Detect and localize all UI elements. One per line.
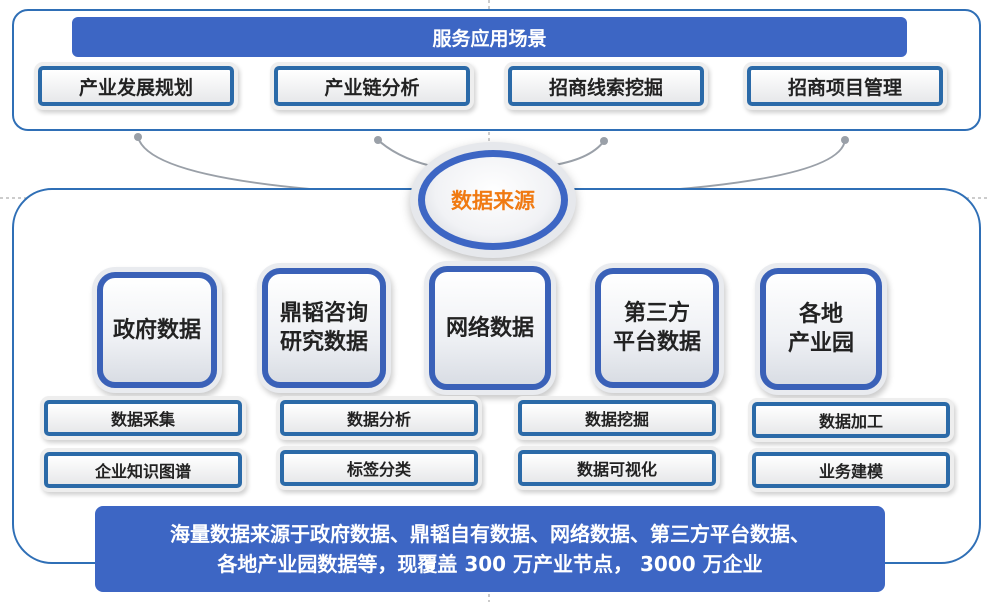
connector-scene-3: [547, 140, 605, 167]
scenes-title: 服务应用场景: [72, 17, 907, 57]
hub-label: 数据来源: [451, 189, 535, 213]
cap-business-modeling[interactable]: 业务建模: [752, 452, 950, 488]
source-label: 第三方 平台数据: [612, 301, 701, 355]
cap-data-collection[interactable]: 数据采集: [44, 400, 242, 436]
cap-data-analysis[interactable]: 数据分析: [280, 400, 478, 436]
cap-data-mining[interactable]: 数据挖掘: [518, 400, 716, 436]
scene-lead-mining[interactable]: 招商线索挖掘: [508, 66, 704, 106]
scene-chain-analysis[interactable]: 产业链分析: [274, 66, 470, 106]
cap-data-visualization[interactable]: 数据可视化: [518, 450, 716, 486]
scene-industry-planning[interactable]: 产业发展规划: [38, 66, 234, 106]
source-dingtao-research[interactable]: 鼎韬咨询 研究数据: [262, 268, 386, 388]
source-third-party[interactable]: 第三方 平台数据: [595, 268, 719, 388]
summary-line-1: 海量数据来源于政府数据、鼎韬自有数据、网络数据、第三方平台数据、: [170, 522, 810, 546]
connector-scene-2: [377, 139, 441, 169]
summary-line-2: 各地产业园数据等，现覆盖 300 万产业节点， 3000 万企业: [217, 552, 763, 576]
cap-tag-classification[interactable]: 标签分类: [280, 450, 478, 486]
source-label: 政府数据: [112, 317, 201, 343]
cap-data-processing[interactable]: 数据加工: [752, 402, 950, 438]
source-label: 鼎韬咨询 研究数据: [279, 301, 368, 355]
cap-knowledge-graph[interactable]: 企业知识图谱: [44, 452, 242, 488]
source-network[interactable]: 网络数据: [429, 266, 551, 390]
summary-banner: 海量数据来源于政府数据、鼎韬自有数据、网络数据、第三方平台数据、 各地产业园数据…: [95, 506, 885, 592]
data-source-hub[interactable]: 数据来源: [418, 150, 568, 250]
source-government[interactable]: 政府数据: [97, 272, 217, 388]
source-label: 网络数据: [445, 315, 534, 341]
scene-project-management[interactable]: 招商项目管理: [747, 66, 943, 106]
source-industrial-parks[interactable]: 各地 产业园: [760, 268, 882, 390]
source-label: 各地 产业园: [787, 302, 854, 356]
